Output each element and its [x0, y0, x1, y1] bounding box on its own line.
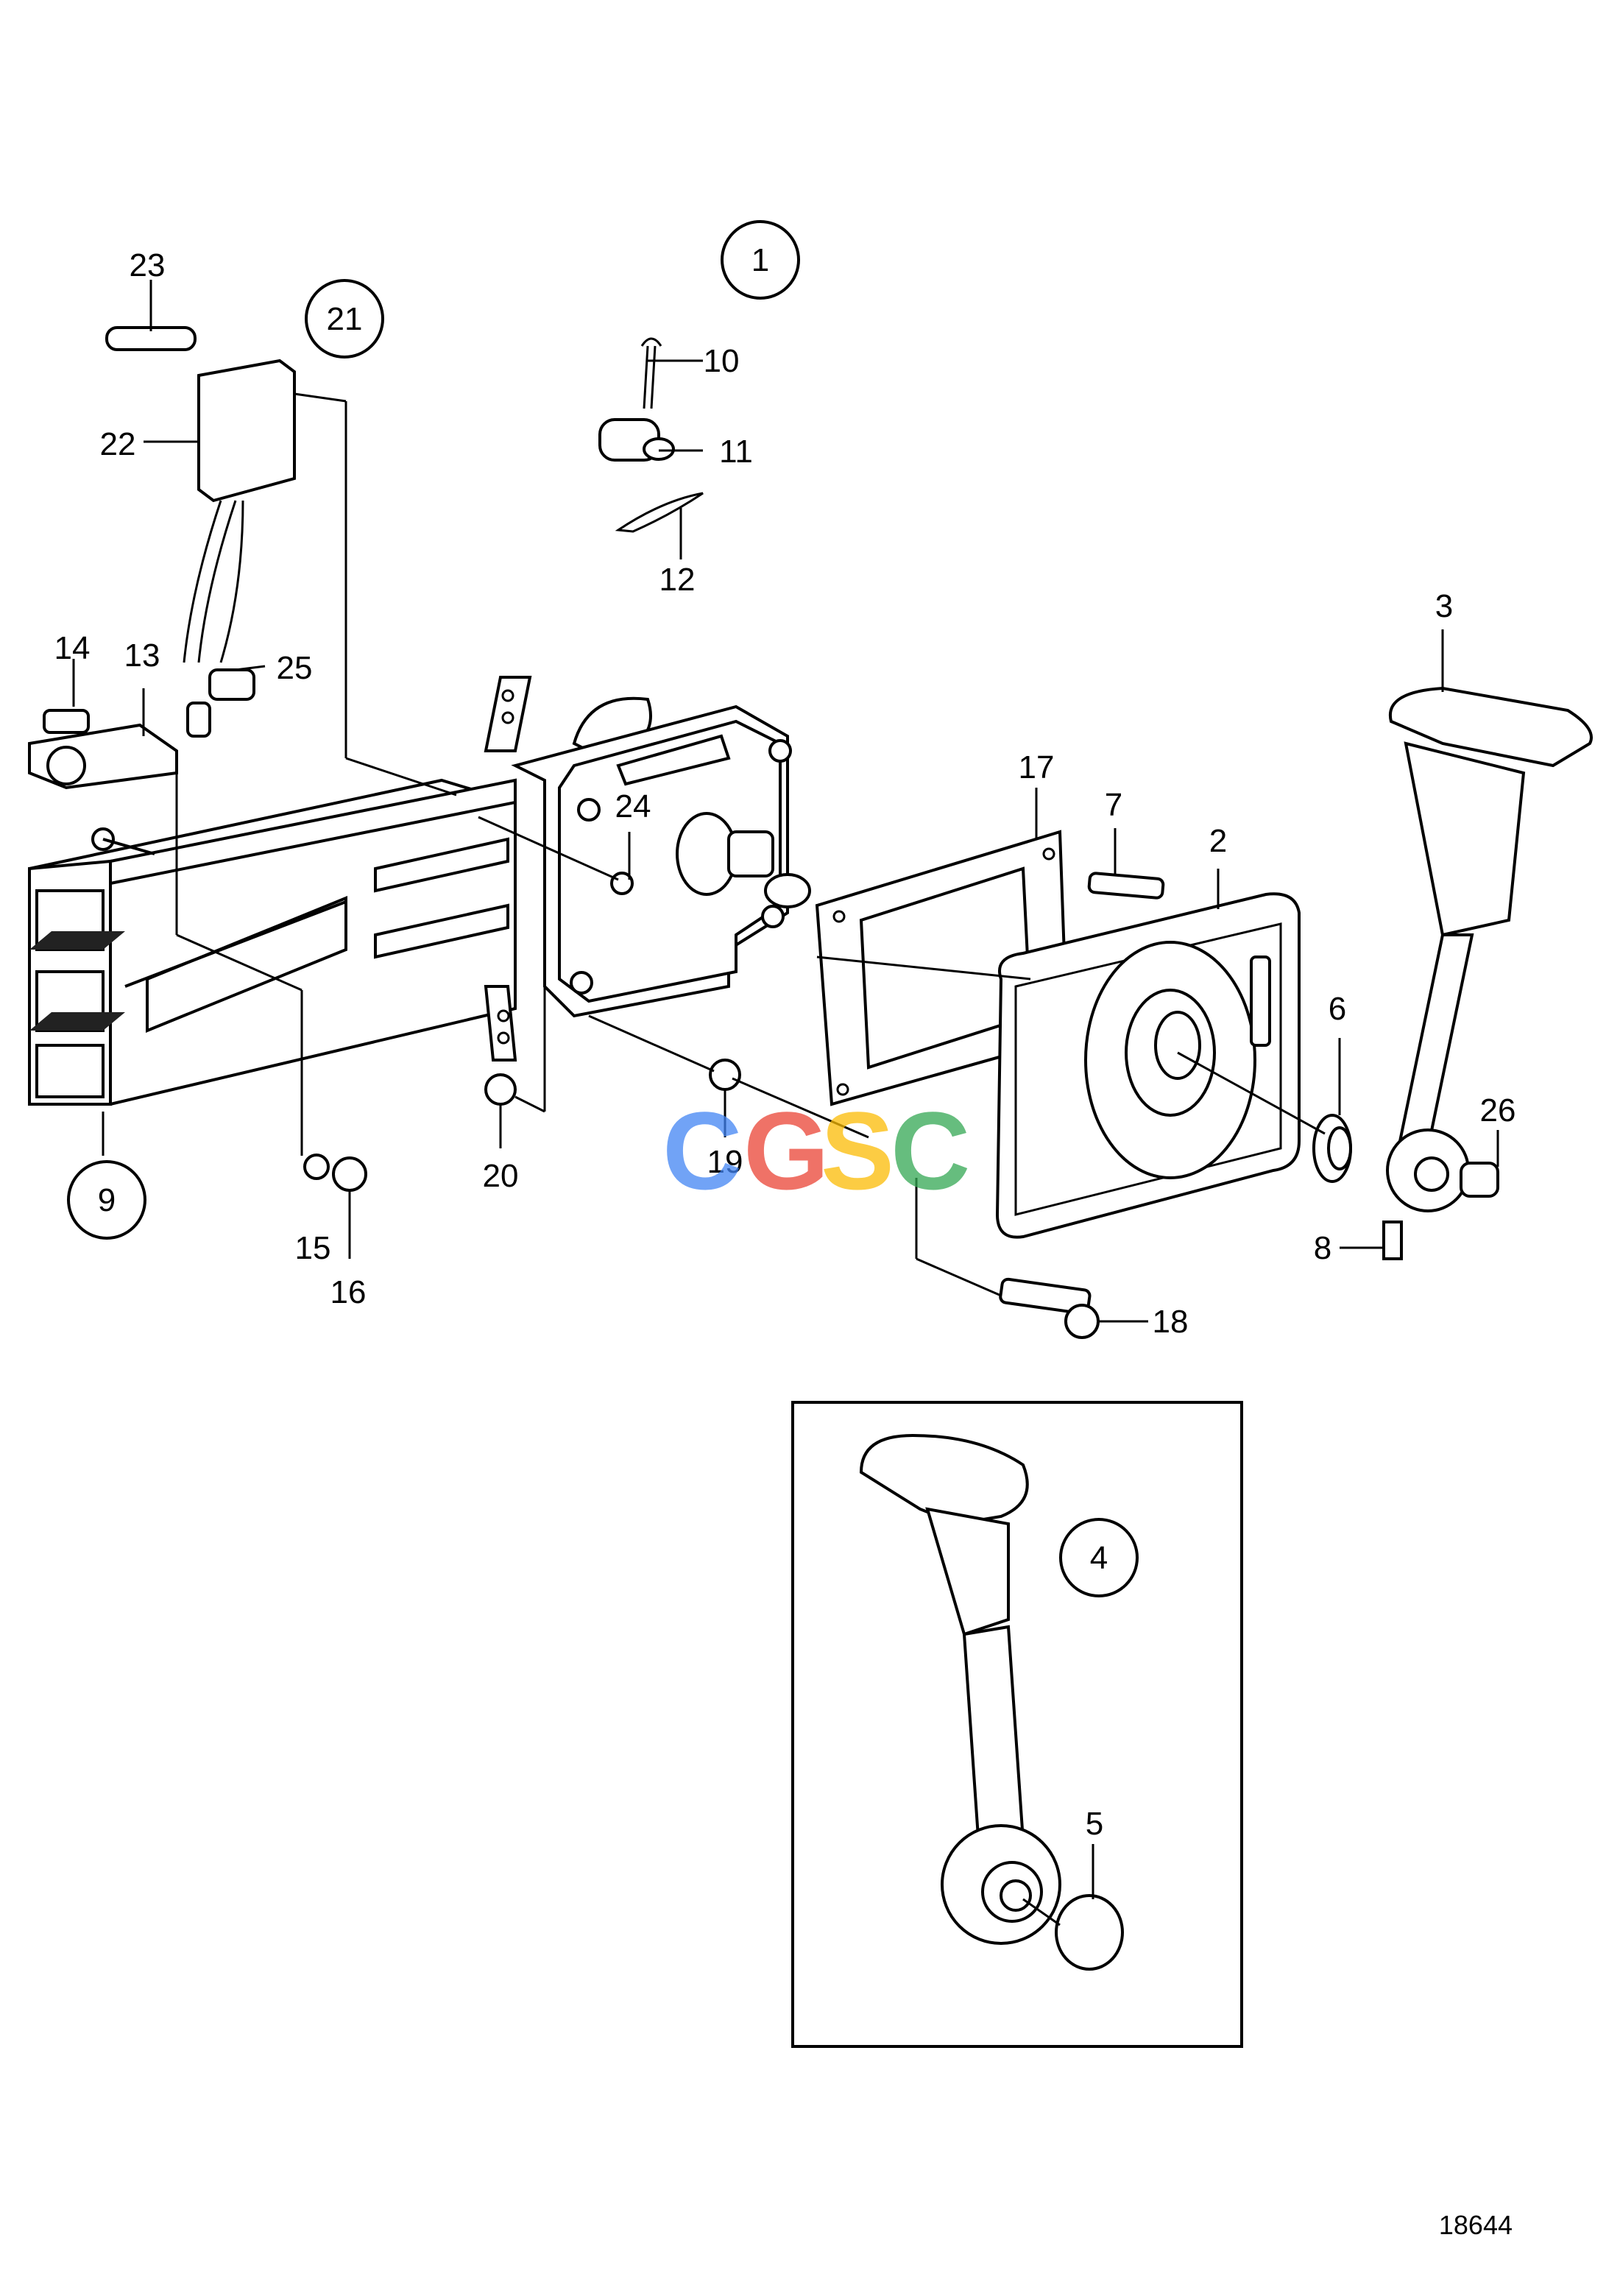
callout-20: 20	[483, 1158, 519, 1194]
callout-26: 26	[1480, 1092, 1516, 1128]
callout-4: 4	[1090, 1540, 1108, 1576]
control-lever	[1312, 686, 1593, 1260]
callout-19: 19	[707, 1144, 743, 1180]
callout-14: 14	[54, 630, 91, 666]
watermark-letter-3: S	[821, 1089, 894, 1212]
drawing-number: 18644	[1439, 2210, 1513, 2240]
housing-plate	[484, 676, 811, 1062]
watermark-letter-2: G	[743, 1089, 830, 1212]
callout-7: 7	[1105, 787, 1122, 823]
callout-3: 3	[1435, 588, 1453, 624]
callout-circle-1	[721, 220, 800, 300]
callout-circle-21	[305, 279, 384, 358]
mounting-rail	[28, 778, 517, 1106]
watermark: C G S C	[662, 1089, 970, 1212]
callout-8: 8	[1314, 1230, 1331, 1266]
callout-17: 17	[1019, 749, 1055, 785]
callout-9: 9	[98, 1182, 116, 1218]
callout-22: 22	[100, 426, 136, 462]
callout-15: 15	[295, 1230, 331, 1266]
callout-circles	[67, 220, 1139, 1597]
callout-16: 16	[330, 1274, 367, 1310]
callout-11: 11	[719, 434, 753, 470]
callout-23: 23	[130, 247, 166, 283]
callout-18: 18	[1153, 1304, 1189, 1340]
leader-lines	[72, 280, 1499, 1323]
cable-clamp	[28, 709, 178, 790]
callout-13: 13	[124, 637, 160, 674]
callout-2: 2	[1209, 823, 1227, 859]
callout-5: 5	[1086, 1806, 1103, 1842]
callout-circle-4	[1059, 1518, 1139, 1597]
callout-21: 21	[327, 301, 363, 337]
watermark-letter-4: C	[891, 1089, 970, 1212]
callout-1: 1	[751, 242, 769, 278]
cover-plate	[995, 892, 1301, 1239]
callout-25: 25	[277, 650, 313, 686]
watermark-letter-1: C	[662, 1089, 742, 1212]
callout-12: 12	[659, 562, 696, 598]
callout-10: 10	[704, 343, 740, 379]
callout-labels: 1 21 9 4 23 22 25 14 13 10 11 12 24 17 7…	[54, 242, 1516, 1842]
callout-6: 6	[1329, 991, 1346, 1027]
callout-24: 24	[615, 788, 651, 824]
small-parts	[303, 337, 1165, 1339]
detail-inset	[791, 1401, 1243, 2048]
callout-circle-9	[67, 1160, 146, 1240]
switch-assembly	[105, 326, 296, 738]
